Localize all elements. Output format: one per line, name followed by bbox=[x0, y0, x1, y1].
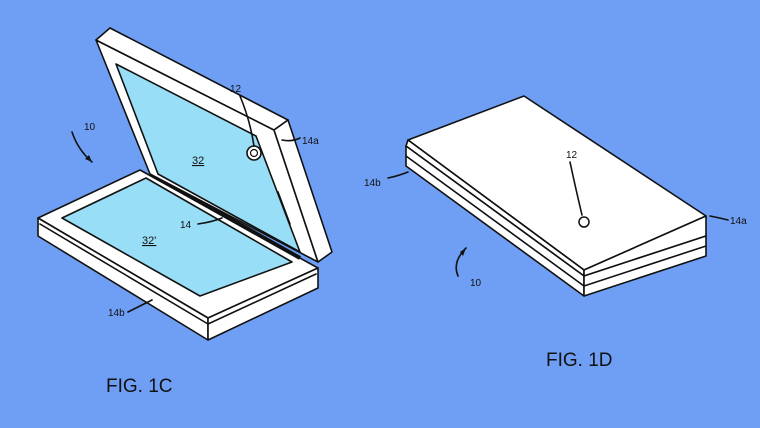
label-hinge: 14 bbox=[180, 220, 192, 231]
seam-line bbox=[405, 155, 707, 287]
label-camera: 12 bbox=[566, 150, 578, 161]
leader-12 bbox=[239, 95, 255, 147]
upper-display bbox=[115, 63, 301, 253]
leader-14b bbox=[127, 299, 153, 313]
figure-caption: FIG. 1C bbox=[106, 376, 173, 397]
label-lower-housing: 14b bbox=[108, 308, 125, 319]
leader-14b bbox=[387, 171, 409, 179]
label-device: 10 bbox=[84, 122, 96, 133]
arrow-10 bbox=[460, 248, 466, 256]
lower-display bbox=[61, 177, 293, 297]
leader-14a bbox=[709, 215, 729, 221]
upper-housing bbox=[95, 27, 333, 263]
arrow-10 bbox=[85, 155, 92, 162]
leader-14a bbox=[281, 137, 301, 142]
figure-caption: FIG. 1D bbox=[546, 350, 613, 371]
leader-14 bbox=[197, 217, 223, 225]
label-lower-display: 32' bbox=[142, 235, 156, 247]
camera-lens-inner bbox=[249, 148, 259, 158]
label-device: 10 bbox=[470, 278, 482, 289]
label-upper-housing: 14a bbox=[302, 136, 319, 147]
label-lower-housing: 14b bbox=[364, 178, 381, 189]
lower-housing bbox=[37, 169, 319, 341]
fig-1d: 12 14b 14a 10 FIG. 1D bbox=[364, 95, 747, 371]
label-camera: 12 bbox=[230, 84, 242, 95]
side-button bbox=[277, 191, 291, 225]
leader-12 bbox=[569, 161, 583, 216]
camera-lens bbox=[578, 216, 590, 228]
upper-housing-side-edge bbox=[273, 119, 333, 263]
hinge-line bbox=[149, 172, 301, 260]
label-upper-display: 32 bbox=[192, 155, 204, 167]
lower-housing-edge bbox=[39, 223, 317, 325]
label-upper-housing: 14a bbox=[730, 216, 747, 227]
fig-1c: 10 12 14a 14 14b 32 32' FIG. 1C bbox=[37, 27, 333, 397]
